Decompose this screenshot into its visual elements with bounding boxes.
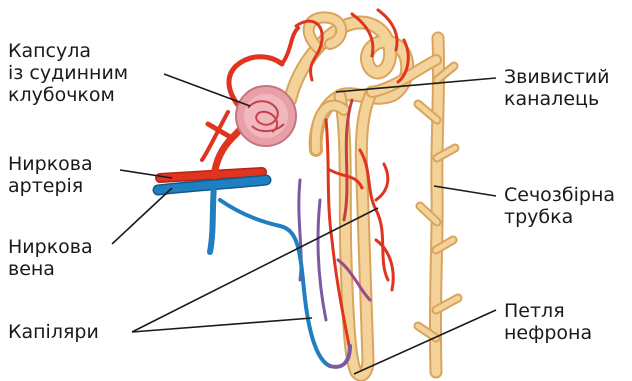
label-artery-line-1: Ниркова: [8, 153, 93, 175]
label-capillaries-line-1: Капіляри: [8, 321, 99, 343]
label-collecting-duct-line-2: трубка: [504, 206, 615, 228]
label-collecting-duct: Сечозбірна трубка: [504, 184, 615, 228]
label-loop: Петля нефрона: [504, 300, 592, 344]
label-vein-line-2: вена: [8, 258, 93, 280]
label-collecting-duct-line-1: Сечозбірна: [504, 184, 615, 206]
label-loop-line-1: Петля: [504, 300, 592, 322]
label-tubule-line-1: Звивистий: [504, 66, 609, 88]
label-loop-line-2: нефрона: [504, 322, 592, 344]
label-vein: Ниркова вена: [8, 236, 93, 280]
label-capsule-line-3: клубочком: [8, 84, 128, 106]
capsule-glomerulus: [236, 86, 296, 146]
label-artery: Ниркова артерія: [8, 153, 93, 197]
collecting-duct: [418, 38, 458, 372]
label-tubule: Звивистий каналець: [504, 66, 609, 110]
label-artery-line-2: артерія: [8, 175, 93, 197]
label-capillaries: Капіляри: [8, 321, 99, 343]
renal-vein: [158, 180, 350, 367]
label-capsule-line-1: Капсула: [8, 40, 128, 62]
label-capsule: Капсула із судинним клубочком: [8, 40, 128, 106]
label-tubule-line-2: каналець: [504, 88, 609, 110]
label-capsule-line-2: із судинним: [8, 62, 128, 84]
label-vein-line-1: Ниркова: [8, 236, 93, 258]
